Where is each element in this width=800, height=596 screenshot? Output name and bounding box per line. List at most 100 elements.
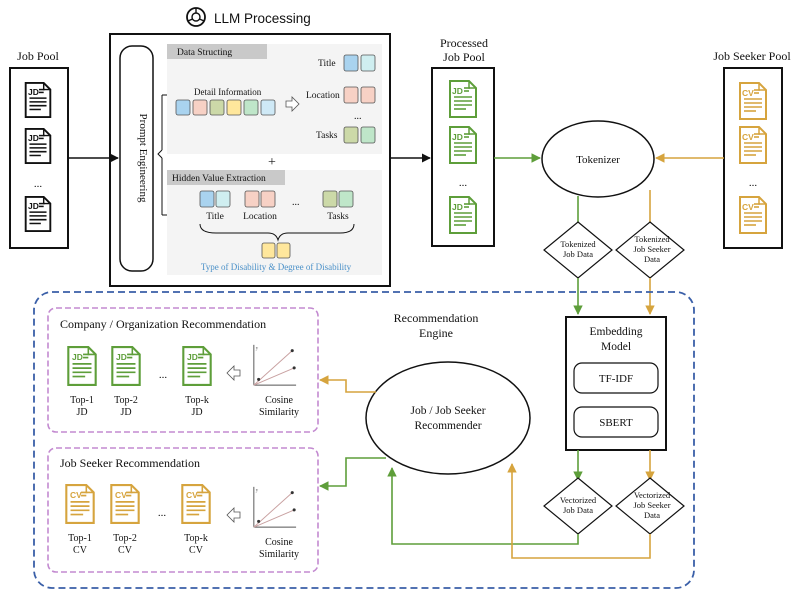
disability-box-2	[276, 242, 291, 259]
field-title-label: Title	[318, 59, 336, 69]
arrow-vecjob-to-recommender	[387, 467, 579, 545]
recommendation-engine-region	[33, 291, 695, 589]
prompt-brace	[157, 94, 167, 216]
seeker-topk-doc: CV	[189, 545, 204, 556]
prompt-engineering-box	[119, 45, 154, 272]
job-pool-label: Job Pool	[17, 49, 59, 63]
hv-title-box-2	[215, 190, 231, 208]
structuring-hollow-arrow	[285, 96, 300, 112]
seeker-top2-doc: CV	[118, 545, 133, 556]
tfidf-label: TF-IDF	[599, 373, 633, 385]
data-structuring-header: Data Structing	[177, 48, 232, 58]
hv-location-label: Location	[243, 212, 277, 222]
company-cosine-label: Cosine	[265, 395, 293, 406]
disability-box-1	[261, 242, 276, 259]
company-top2-doc: JD	[120, 407, 131, 418]
vectorized-seeker-label-3: Data	[644, 510, 660, 520]
company-top2-label: Top-2	[114, 395, 138, 406]
processed-doc-label: JD	[452, 132, 463, 142]
embedding-label-1: Embedding	[589, 326, 642, 338]
job-seeker-pool-label: Job Seeker Pool	[713, 49, 791, 63]
openai-logo-icon	[186, 7, 206, 27]
job-pool-ellipsis: ...	[34, 178, 43, 190]
seeker-top1-label: Top-1	[68, 533, 92, 544]
company-topk-label: Top-k	[185, 395, 209, 406]
recommendation-engine-label-2: Engine	[419, 326, 453, 340]
location-box-2	[360, 86, 376, 104]
prompt-engineering-label: Prompt Engineering	[137, 114, 149, 203]
hv-tasks-box-2	[338, 190, 354, 208]
seeker-doc-label: CV	[742, 202, 754, 212]
seeker-rec-ellipsis: ...	[158, 507, 167, 519]
tokenizer-node	[541, 120, 655, 198]
processed-doc-label: JD	[452, 86, 463, 96]
seeker-recommendation-panel	[47, 447, 319, 573]
structuring-ellipsis: ...	[354, 111, 362, 122]
recommender-node	[365, 361, 531, 475]
seeker-hollow-arrow	[226, 507, 241, 523]
processed-ellipsis: ...	[459, 177, 468, 189]
company-recommendation-panel	[47, 307, 319, 433]
company-recommendation-title: Company / Organization Recommendation	[60, 317, 266, 331]
vectorized-seeker-label-2: Job Seeker	[633, 500, 670, 510]
seeker-topk-label: Top-k	[184, 533, 208, 544]
sbert-box	[573, 406, 659, 438]
cosine-plot-icon	[253, 486, 297, 528]
arrow-recommender-to-company	[319, 375, 376, 393]
vectorized-job-label-1: Vectorized	[560, 495, 597, 505]
seeker-cosine-label: Cosine	[265, 537, 293, 548]
tasks-box-1	[343, 126, 359, 144]
hv-location-box-1	[244, 190, 260, 208]
seeker-rec-doc-label: CV	[70, 490, 82, 500]
arrow-recommender-to-seeker	[319, 457, 386, 491]
seeker-top1-doc: CV	[73, 545, 88, 556]
seeker-rec-doc-label: CV	[186, 490, 198, 500]
company-ellipsis: ...	[159, 369, 168, 381]
hv-title-box-1	[199, 190, 215, 208]
company-doc-label: JD	[187, 352, 198, 362]
recommender-label-2: Recommender	[414, 420, 481, 432]
seeker-top2-label: Top-2	[113, 533, 137, 544]
company-similarity-label: Similarity	[259, 407, 299, 418]
seeker-doc-label: CV	[742, 132, 754, 142]
company-topk-doc: JD	[191, 407, 202, 418]
plus-sign: +	[268, 155, 276, 170]
job-pool-doc-label: JD	[28, 87, 39, 97]
title-box-1	[343, 54, 359, 72]
data-structuring-header-bg	[167, 44, 267, 59]
field-location-label: Location	[306, 91, 340, 101]
hv-title-label: Title	[206, 212, 224, 222]
processed-doc-label: JD	[452, 202, 463, 212]
sbert-label: SBERT	[599, 417, 633, 429]
company-top1-doc: JD	[76, 407, 87, 418]
tokenized-seeker-label-3: Data	[644, 254, 660, 264]
seeker-doc-label: CV	[742, 88, 754, 98]
llm-processing-title: LLM Processing	[214, 11, 311, 26]
seeker-ellipsis: ...	[749, 177, 758, 189]
tasks-box-2	[360, 126, 376, 144]
company-doc-label: JD	[72, 352, 83, 362]
cosine-plot-icon	[253, 344, 297, 386]
detail-info-boxes	[175, 99, 276, 116]
tokenized-job-label-2: Job Data	[563, 249, 593, 259]
field-tasks-label: Tasks	[316, 131, 338, 141]
hv-tasks-box-1	[322, 190, 338, 208]
recommender-label-1: Job / Job Seeker	[410, 405, 485, 417]
embedding-label-2: Model	[601, 341, 631, 353]
hidden-ellipsis: ...	[292, 197, 300, 208]
company-doc-label: JD	[116, 352, 127, 362]
hidden-value-area	[167, 170, 382, 275]
hv-location-box-2	[260, 190, 276, 208]
location-box-1	[343, 86, 359, 104]
processed-label-2: Job Pool	[443, 50, 485, 64]
tokenized-seeker-label-2: Job Seeker	[633, 244, 670, 254]
seeker-similarity-label: Similarity	[259, 549, 299, 560]
title-box-2	[360, 54, 376, 72]
tokenizer-label: Tokenizer	[576, 154, 620, 166]
recommendation-engine-label-1: Recommendation	[394, 311, 479, 325]
hidden-value-header: Hidden Value Extraction	[172, 174, 266, 184]
seeker-rec-doc-label: CV	[115, 490, 127, 500]
processed-label-1: Processed	[440, 36, 488, 50]
